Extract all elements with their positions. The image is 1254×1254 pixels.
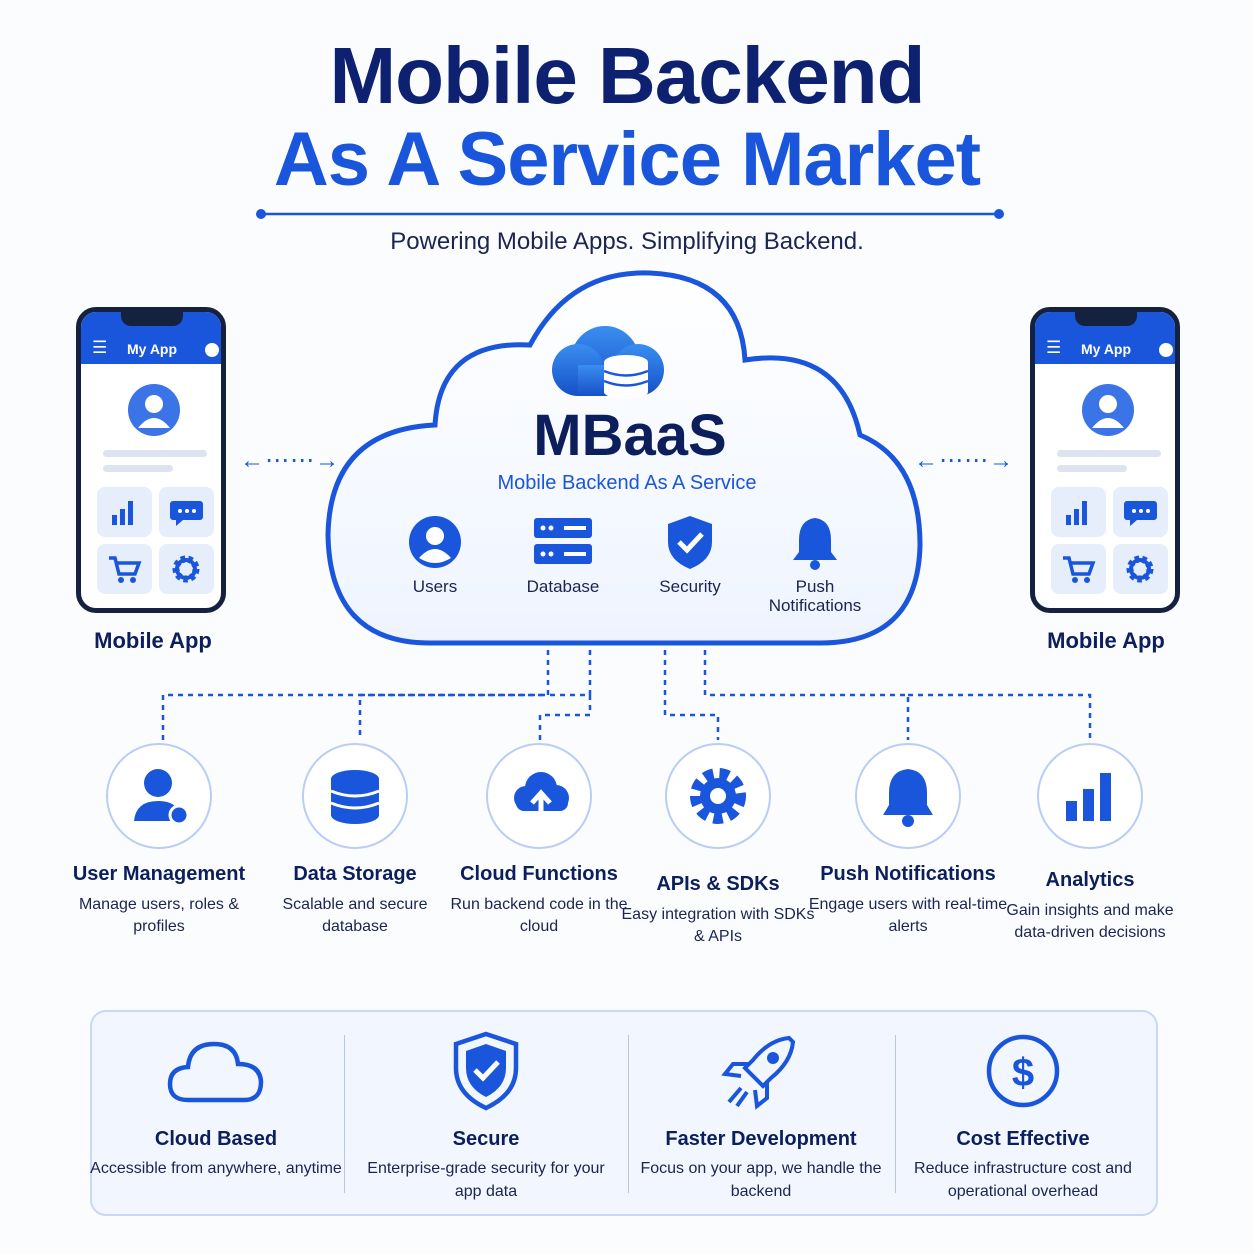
database-icon <box>330 770 380 824</box>
title-underline <box>256 209 1004 219</box>
bar-chart-icon <box>1066 773 1111 821</box>
menu-icon[interactable]: ☰ <box>1046 338 1062 357</box>
feature-user-management: User Management Manage users, roles & pr… <box>59 743 259 938</box>
page-title: Mobile Backend <box>329 31 925 120</box>
benefit-title: Secure <box>452 1128 520 1150</box>
feature-title: Push Notifications <box>820 863 996 885</box>
feature-title: Cloud Functions <box>460 863 618 885</box>
account-icon[interactable] <box>1159 343 1173 357</box>
chart-tile[interactable] <box>1051 487 1106 537</box>
menu-icon[interactable]: ☰ <box>92 338 108 357</box>
gear-icon <box>1126 555 1154 583</box>
settings-tile[interactable] <box>1113 544 1168 594</box>
chart-tile[interactable] <box>97 487 152 537</box>
cloud-item-label: Users <box>412 577 458 596</box>
feature-desc: Run backend code in the cloud <box>450 896 628 935</box>
app-name: My App <box>127 341 178 357</box>
bar-chart-icon <box>1066 501 1087 525</box>
feature-desc: Scalable and secure database <box>282 896 428 935</box>
avatar <box>1082 384 1134 436</box>
cart-tile[interactable] <box>97 544 152 594</box>
benefit-secure: Secure Enterprise-grade security for you… <box>356 1030 616 1203</box>
benefit-title: Cloud Based <box>154 1128 278 1150</box>
feature-title: Data Storage <box>293 863 417 885</box>
benefit-title: Cost Effective <box>956 1128 1090 1150</box>
rocket-icon <box>721 1035 796 1110</box>
cloud-item-database: Database <box>498 512 628 596</box>
sync-arrow-left: ←⋯⋯→ <box>240 447 340 474</box>
subtitle: Powering Mobile Apps. Simplifying Backen… <box>390 228 864 255</box>
connector-lines <box>161 650 1092 740</box>
feature-title: APIs & SDKs <box>656 873 780 895</box>
bell-icon <box>883 769 933 827</box>
phone-label-left: Mobile App <box>94 628 212 653</box>
shield-check-icon <box>453 1031 519 1111</box>
feature-desc: Gain insights and make data-driven decis… <box>1006 902 1174 941</box>
mobile-phone-left: ☰ My App <box>76 307 226 613</box>
mbaas-title: MBaaS <box>533 403 727 468</box>
benefits-panel <box>90 1010 1158 1216</box>
chat-tile[interactable] <box>1113 487 1168 537</box>
account-icon[interactable] <box>205 343 219 357</box>
feature-title: Analytics <box>1045 869 1135 891</box>
chat-icon <box>170 501 203 526</box>
dollar-icon: $ <box>986 1034 1060 1108</box>
cart-icon <box>1063 556 1096 583</box>
gear-icon <box>172 555 200 583</box>
cloud-item-security: Security <box>625 512 755 596</box>
page-title-accent: As A Service Market <box>273 117 981 202</box>
feature-desc: Manage users, roles & profiles <box>78 896 240 935</box>
mobile-phone-right: ☰ My App <box>1030 307 1180 613</box>
cloud-upload-icon <box>514 772 569 815</box>
bell-icon <box>793 518 837 570</box>
benefit-desc: Accessible from anywhere, anytime <box>90 1160 342 1177</box>
cloud-item-push: Push Notifications <box>750 512 880 615</box>
feature-push-notifications: Push Notifications Engage users with rea… <box>808 743 1008 938</box>
feature-desc: Easy integration with SDKs & APIs <box>621 906 815 945</box>
server-icon <box>534 518 592 564</box>
app-name: My App <box>1081 341 1132 357</box>
cloud-database-icon <box>552 326 664 399</box>
benefit-faster-development: Faster Development Focus on your app, we… <box>631 1030 891 1203</box>
bar-chart-icon <box>112 501 133 525</box>
feature-desc: Engage users with real-time alerts <box>808 896 1008 935</box>
shield-check-icon <box>668 516 712 569</box>
feature-title: User Management <box>72 863 246 885</box>
benefit-desc: Focus on your app, we handle the backend <box>640 1160 882 1200</box>
benefit-desc: Enterprise-grade security for your app d… <box>367 1160 605 1200</box>
cart-tile[interactable] <box>1051 544 1106 594</box>
svg-text:$: $ <box>1012 1051 1034 1095</box>
sync-arrow-right: ←⋯⋯→ <box>914 447 1014 474</box>
cloud-item-label: Push Notifications <box>768 577 862 615</box>
settings-tile[interactable] <box>159 544 214 594</box>
user-gear-icon <box>134 769 190 826</box>
benefit-cloud-based: Cloud Based Accessible from anywhere, an… <box>86 1030 346 1180</box>
cloud-item-users: Users <box>370 512 500 596</box>
feature-cloud-functions: Cloud Functions Run backend code in the … <box>439 743 639 938</box>
benefit-cost-effective: $ Cost Effective Reduce infrastructure c… <box>893 1030 1153 1203</box>
feature-analytics: Analytics Gain insights and make data-dr… <box>990 743 1190 944</box>
cloud-item-label: Security <box>659 577 721 596</box>
cloud-icon <box>167 1041 264 1103</box>
chat-icon <box>1124 501 1157 526</box>
avatar <box>128 384 180 436</box>
benefit-desc: Reduce infrastructure cost and operation… <box>914 1160 1132 1200</box>
phone-label-right: Mobile App <box>1047 628 1165 653</box>
benefit-title: Faster Development <box>665 1128 857 1150</box>
cloud-item-label: Database <box>526 577 600 596</box>
user-icon <box>409 516 461 568</box>
chat-tile[interactable] <box>159 487 214 537</box>
mbaas-subtitle: Mobile Backend As A Service <box>497 472 757 494</box>
mbaas-cloud <box>325 270 923 646</box>
feature-apis-sdks: APIs & SDKs Easy integration with SDKs &… <box>618 743 818 948</box>
cart-icon <box>109 556 142 583</box>
feature-data-storage: Data Storage Scalable and secure databas… <box>255 743 455 938</box>
gear-icon <box>690 768 746 824</box>
